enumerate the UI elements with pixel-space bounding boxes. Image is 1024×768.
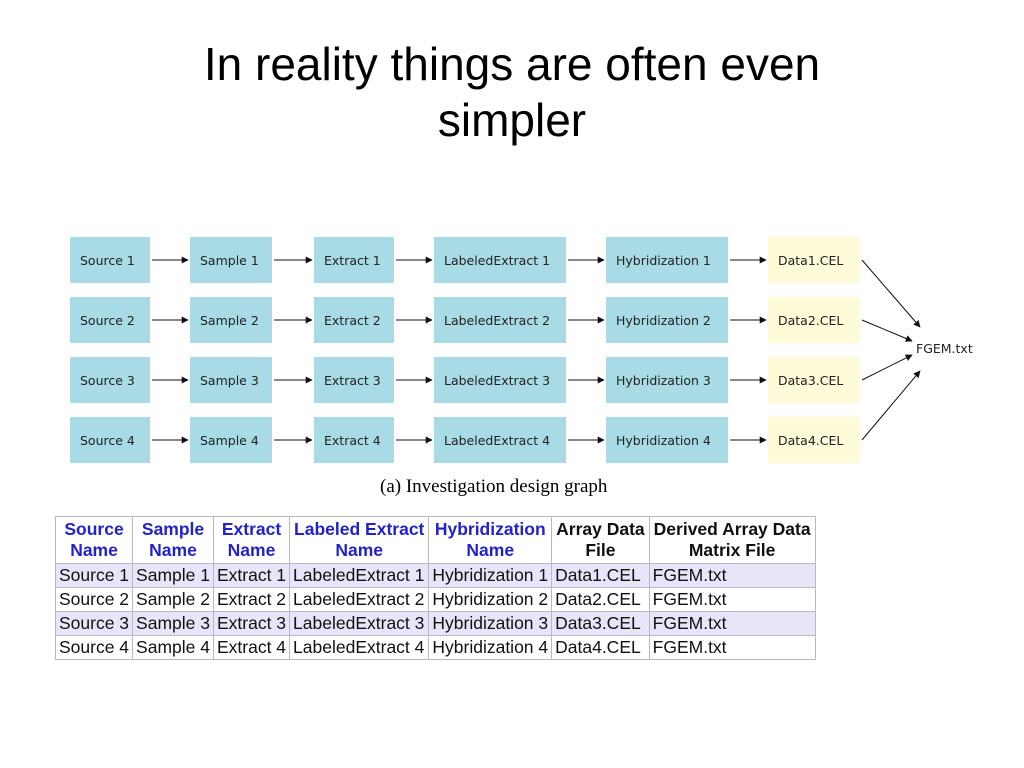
node-label: Data4.CEL — [778, 433, 843, 448]
table-cell: Source 4 — [54, 635, 134, 660]
node-label: Extract 1 — [324, 253, 381, 268]
table-cell: Hybridization 3 — [428, 611, 553, 636]
table-cell: Data3.CEL — [551, 611, 650, 636]
process-node — [70, 357, 150, 403]
table-cell: Hybridization 1 — [428, 563, 553, 588]
table-cell: Source 2 — [54, 587, 134, 612]
table-cell: LabeledExtract 4 — [289, 635, 430, 660]
diagram-caption: (a) Investigation design graph — [380, 476, 608, 497]
merge-arrow — [861, 370, 921, 441]
process-node — [606, 357, 728, 403]
table-cell: FGEM.txt — [648, 587, 816, 612]
node-label: Source 4 — [80, 433, 135, 448]
table-cell: Extract 3 — [212, 611, 291, 636]
process-node — [606, 237, 728, 283]
node-label: Hybridization 2 — [616, 313, 711, 328]
node-label: Hybridization 4 — [616, 433, 711, 448]
process-node — [190, 417, 272, 463]
table-cell: Extract 1 — [212, 563, 291, 588]
node-label: Source 2 — [80, 313, 135, 328]
node-label: Sample 1 — [200, 253, 259, 268]
table-cell: FGEM.txt — [648, 611, 816, 636]
table-row: Source 3 Sample 3 Extract 3 LabeledExtra… — [54, 611, 816, 636]
process-node — [606, 417, 728, 463]
table-cell: Extract 4 — [212, 635, 291, 660]
process-node — [70, 297, 150, 343]
table-cell: LabeledExtract 2 — [289, 587, 430, 612]
node-label: LabeledExtract 2 — [444, 313, 550, 328]
node-label: LabeledExtract 3 — [444, 373, 550, 388]
node-label: Source 3 — [80, 373, 135, 388]
table-cell: FGEM.txt — [648, 563, 816, 588]
table-row: Source 2 Sample 2 Extract 2 LabeledExtra… — [54, 587, 816, 612]
table-row: Source 1 Sample 1 Extract 1 LabeledExtra… — [54, 563, 816, 588]
process-node — [314, 237, 394, 283]
merge-arrow — [861, 354, 913, 381]
process-node — [190, 357, 272, 403]
table-cell: Sample 1 — [132, 563, 214, 588]
process-node — [606, 297, 728, 343]
slide-title-line-1: In reality things are often even — [203, 38, 821, 90]
node-label: Data2.CEL — [778, 313, 843, 328]
process-node — [314, 417, 394, 463]
table-cell: Hybridization 2 — [428, 587, 553, 612]
table-cell: Source 3 — [54, 611, 134, 636]
table-cell: Sample 3 — [132, 611, 214, 636]
node-label: LabeledExtract 1 — [444, 253, 550, 268]
node-label: Extract 4 — [324, 433, 381, 448]
process-node — [190, 237, 272, 283]
process-node — [70, 417, 150, 463]
table-cell: Extract 2 — [212, 587, 291, 612]
investigation-design-graph: Source 1 Sample 1 Extract 1 LabeledExtract … — [70, 237, 973, 463]
node-label: Sample 3 — [200, 373, 259, 388]
table-cell: LabeledExtract 3 — [289, 611, 430, 636]
node-label: LabeledExtract 4 — [444, 433, 550, 448]
node-label: Extract 3 — [324, 373, 381, 388]
table-cell: Data4.CEL — [551, 635, 650, 660]
table-cell: LabeledExtract 1 — [289, 563, 430, 588]
table-cell: Source 1 — [54, 563, 134, 588]
process-node — [434, 417, 566, 463]
process-node — [434, 297, 566, 343]
slide-title-line-2: simpler — [437, 94, 587, 146]
data-file-node — [768, 237, 860, 283]
table-cell: Data1.CEL — [551, 563, 650, 588]
table-row: Source 4 Sample 4 Extract 4 LabeledExtra… — [54, 635, 816, 660]
merge-arrow — [861, 319, 913, 342]
table-cell: Hybridization 4 — [428, 635, 553, 660]
merge-arrow — [861, 259, 921, 328]
node-label: Hybridization 3 — [616, 373, 711, 388]
table-cell: FGEM.txt — [648, 635, 816, 660]
process-node — [314, 297, 394, 343]
merge-node-label: FGEM.txt — [916, 341, 973, 356]
process-node — [314, 357, 394, 403]
table-cell: Data2.CEL — [551, 587, 650, 612]
process-node — [434, 237, 566, 283]
node-label: Data1.CEL — [778, 253, 843, 268]
data-file-node — [768, 417, 860, 463]
node-label: Hybridization 1 — [616, 253, 711, 268]
process-node — [70, 237, 150, 283]
node-label: Sample 2 — [200, 313, 259, 328]
process-node — [190, 297, 272, 343]
data-file-node — [768, 297, 860, 343]
process-node — [434, 357, 566, 403]
node-label: Extract 2 — [324, 313, 381, 328]
data-file-node — [768, 357, 860, 403]
node-label: Sample 4 — [200, 433, 259, 448]
table-cell: Sample 2 — [132, 587, 214, 612]
node-label: Data3.CEL — [778, 373, 843, 388]
slide-title: In reality things are often even simpler — [0, 36, 1024, 148]
table-cell: Sample 4 — [132, 635, 214, 660]
node-label: Source 1 — [80, 253, 135, 268]
